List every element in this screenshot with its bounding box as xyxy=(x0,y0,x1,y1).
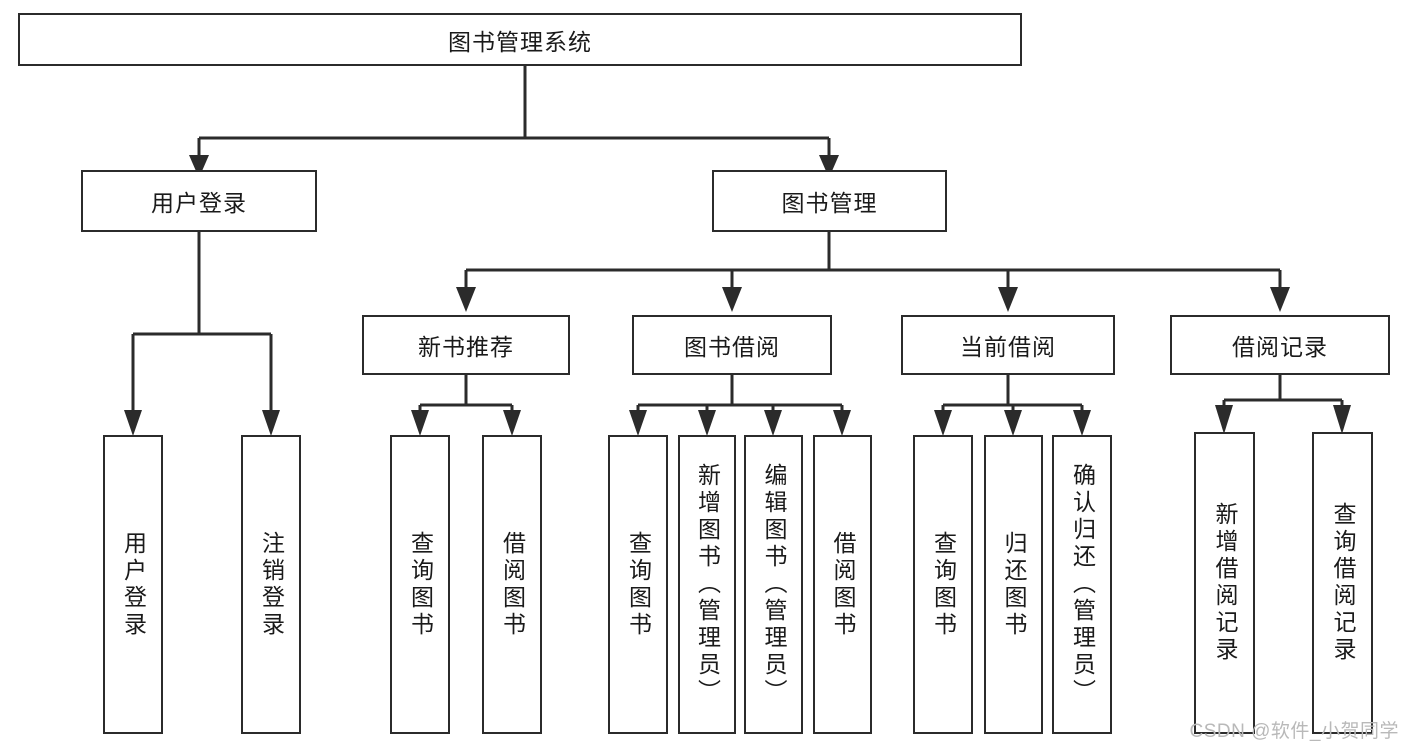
node-leaf-logout-login-label: 注销登录 xyxy=(258,530,285,639)
arrowhead-leaf-query-1 xyxy=(411,410,429,436)
node-leaf-user-login-label: 用户登录 xyxy=(120,530,147,639)
node-leaf-query-book-2[interactable]: 查询图书 xyxy=(608,435,668,734)
csdn-watermark: CSDN @软件_小贺同学 xyxy=(1189,721,1399,742)
node-leaf-borrow-book-2-label: 借阅图书 xyxy=(830,530,856,639)
arrowhead-leaf-borrow-2 xyxy=(833,410,851,436)
node-user-login-label: 用户登录 xyxy=(151,190,247,216)
node-leaf-query-book-3-label: 查询图书 xyxy=(930,530,957,639)
arrowhead-current-borrow xyxy=(998,287,1018,312)
node-borrow-record-label: 借阅记录 xyxy=(1232,334,1328,360)
arrowhead-leaf-return xyxy=(1004,410,1022,436)
node-root[interactable]: 图书管理系统 xyxy=(18,13,1022,66)
node-current-borrow-label: 当前借阅 xyxy=(960,334,1056,360)
node-leaf-edit-book-label: 编辑图书（管理员） xyxy=(761,463,787,706)
node-new-book-recommend-label: 新书推荐 xyxy=(418,334,514,360)
node-leaf-edit-book[interactable]: 编辑图书（管理员） xyxy=(744,435,803,734)
arrowhead-leaf-confirm-return xyxy=(1073,410,1091,436)
node-leaf-borrow-book-2[interactable]: 借阅图书 xyxy=(813,435,872,734)
node-new-book-recommend[interactable]: 新书推荐 xyxy=(362,315,570,375)
arrowhead-leaf-edit-book xyxy=(764,410,782,436)
node-user-login[interactable]: 用户登录 xyxy=(81,170,317,232)
node-leaf-query-book-1[interactable]: 查询图书 xyxy=(390,435,450,734)
arrowhead-book-borrow xyxy=(722,287,742,312)
node-leaf-borrow-book-1-label: 借阅图书 xyxy=(499,530,526,639)
node-book-management-label: 图书管理 xyxy=(781,190,878,216)
node-leaf-query-book-1-label: 查询图书 xyxy=(407,530,434,639)
node-leaf-confirm-return-label: 确认归还（管理员） xyxy=(1069,463,1096,706)
node-leaf-add-record[interactable]: 新增借阅记录 xyxy=(1194,432,1255,734)
node-leaf-query-record-label: 查询借阅记录 xyxy=(1330,502,1356,664)
node-leaf-add-record-label: 新增借阅记录 xyxy=(1212,502,1238,664)
arrowhead-leaf-query-record xyxy=(1333,405,1351,434)
node-leaf-confirm-return[interactable]: 确认归还（管理员） xyxy=(1052,435,1112,734)
arrowhead-leaf-user-login xyxy=(124,410,142,436)
node-leaf-query-book-3[interactable]: 查询图书 xyxy=(913,435,973,734)
arrowhead-leaf-borrow-1 xyxy=(503,410,521,436)
arrowhead-borrow-record xyxy=(1270,287,1290,312)
arrowhead-new-book xyxy=(456,287,476,312)
node-book-management[interactable]: 图书管理 xyxy=(712,170,947,232)
node-book-borrow[interactable]: 图书借阅 xyxy=(632,315,832,375)
node-leaf-borrow-book-1[interactable]: 借阅图书 xyxy=(482,435,542,734)
node-book-borrow-label: 图书借阅 xyxy=(684,334,780,360)
arrowhead-leaf-add-record xyxy=(1215,405,1233,434)
arrowhead-leaf-logout xyxy=(262,410,280,436)
arrowhead-leaf-add-book xyxy=(698,410,716,436)
arrowhead-leaf-query-3 xyxy=(934,410,952,436)
node-leaf-query-book-2-label: 查询图书 xyxy=(625,530,652,639)
node-leaf-return-book[interactable]: 归还图书 xyxy=(984,435,1043,734)
node-current-borrow[interactable]: 当前借阅 xyxy=(901,315,1115,375)
node-root-label: 图书管理系统 xyxy=(448,28,592,55)
node-leaf-user-login[interactable]: 用户登录 xyxy=(103,435,163,734)
node-leaf-logout-login[interactable]: 注销登录 xyxy=(241,435,301,734)
node-leaf-add-book-label: 新增图书（管理员） xyxy=(694,463,721,706)
node-leaf-query-record[interactable]: 查询借阅记录 xyxy=(1312,432,1373,734)
arrowhead-leaf-query-2 xyxy=(629,410,647,436)
node-leaf-return-book-label: 归还图书 xyxy=(1001,530,1027,639)
node-leaf-add-book[interactable]: 新增图书（管理员） xyxy=(678,435,736,734)
node-borrow-record[interactable]: 借阅记录 xyxy=(1170,315,1390,375)
